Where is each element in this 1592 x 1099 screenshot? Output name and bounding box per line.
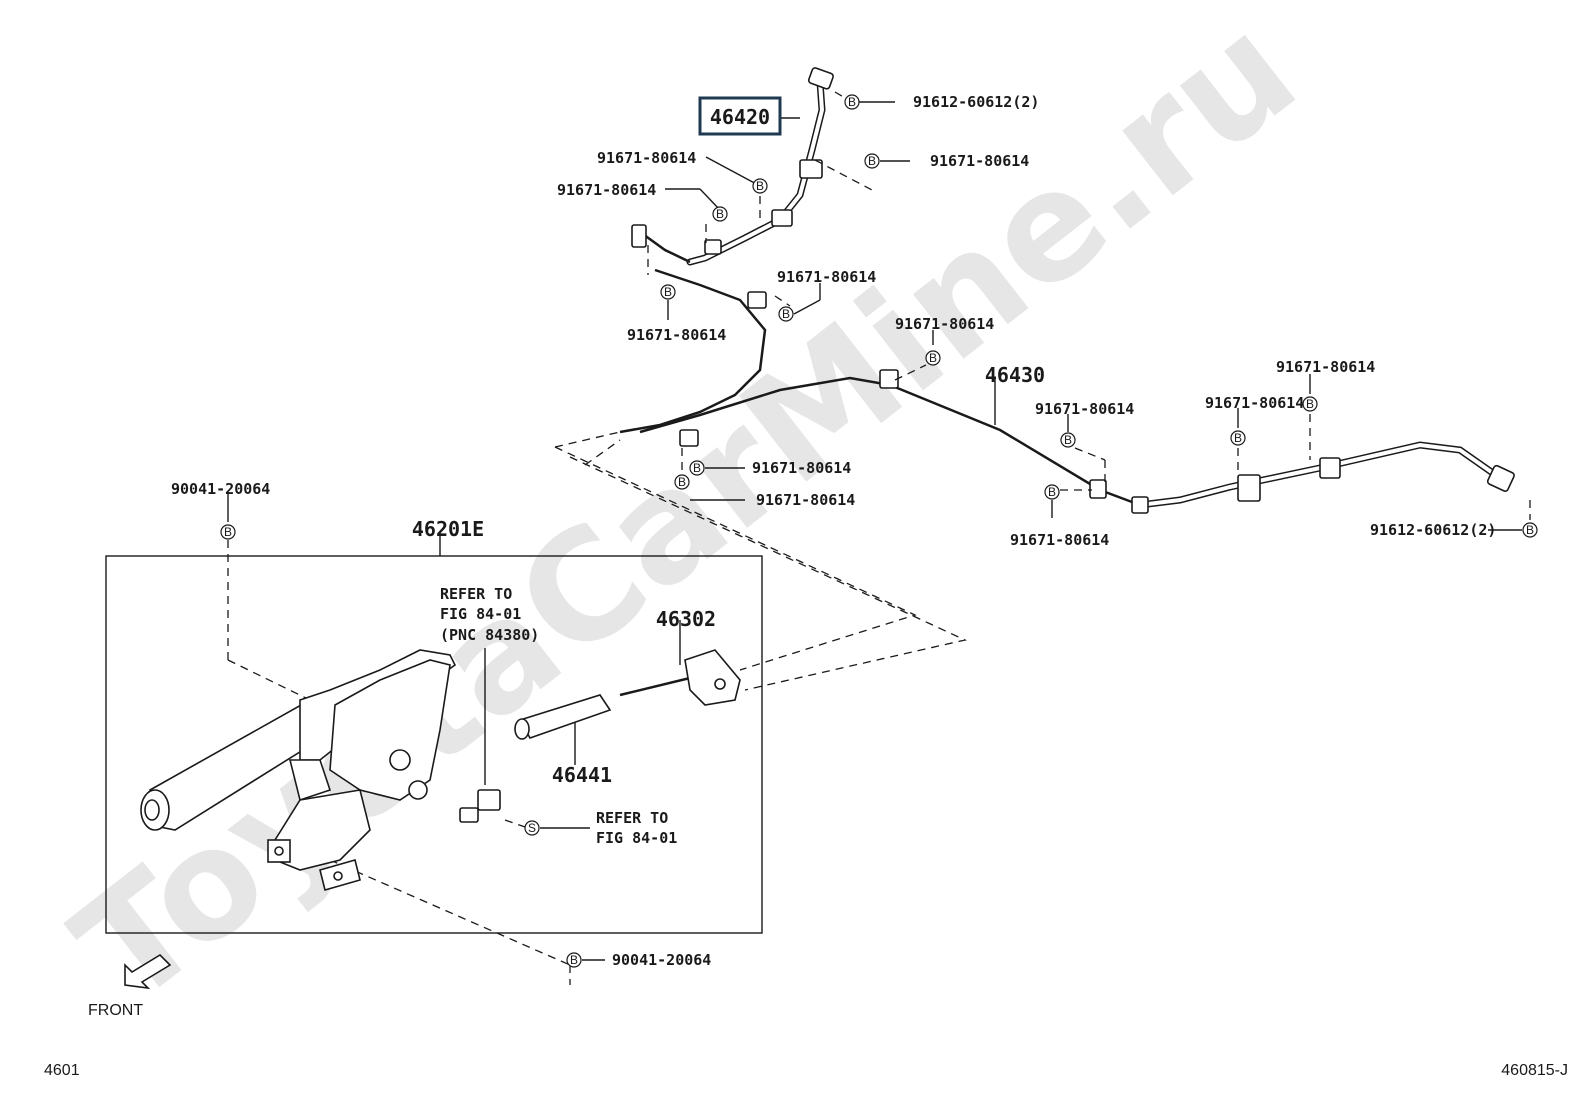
cable-boot-46441 — [514, 694, 612, 740]
callout-label[interactable]: 91671-80614 — [752, 459, 851, 477]
svg-text:B: B — [1048, 485, 1056, 499]
refer-note-line: (PNC 84380) — [440, 626, 539, 644]
bolt-symbol-icon: B — [1044, 484, 1060, 500]
bolt-symbol-icon: B — [712, 206, 728, 222]
callout-label[interactable]: 91671-80614 — [557, 181, 656, 199]
svg-text:B: B — [224, 525, 232, 539]
bolt-symbol-icon: B — [1302, 396, 1318, 412]
figure-id: 460815-J — [1501, 1062, 1568, 1079]
bolt-symbol-icon: B — [925, 350, 941, 366]
callout-label[interactable]: 91671-80614 — [777, 268, 876, 286]
callout-label[interactable]: 91671-80614 — [1010, 531, 1109, 549]
callout-label[interactable]: 91671-80614 — [756, 491, 855, 509]
cable-46430 — [639, 369, 1515, 514]
callout-label[interactable]: 91671-80614 — [1276, 358, 1375, 376]
svg-text:B: B — [868, 154, 876, 168]
callout-label[interactable]: 90041-20064 — [612, 951, 711, 969]
bolt-symbol-icon: B — [1522, 522, 1538, 538]
refer-note-line: FIG 84-01 — [440, 605, 521, 623]
refer-note-line: FIG 84-01 — [596, 829, 677, 847]
svg-text:B: B — [678, 475, 686, 489]
svg-text:B: B — [570, 953, 578, 967]
part-46441-label[interactable]: 46441 — [552, 763, 612, 787]
svg-text:S: S — [528, 821, 536, 835]
bolt-symbol-icon: B — [689, 460, 705, 476]
bolt-symbol-icon: B — [778, 306, 794, 322]
callout-label[interactable]: 91671-80614 — [1205, 394, 1304, 412]
svg-text:B: B — [1306, 397, 1314, 411]
callout-label[interactable]: 91671-80614 — [895, 315, 994, 333]
screw-symbol-icon: S — [524, 820, 540, 836]
svg-text:B: B — [848, 95, 856, 109]
callout-label[interactable]: 91671-80614 — [627, 326, 726, 344]
callout-label[interactable]: 91612-60612(2) — [1370, 521, 1496, 539]
equalizer-46302 — [619, 649, 741, 706]
callout-label[interactable]: 90041-20064 — [171, 480, 270, 498]
bolt-symbol-icon: B — [660, 284, 676, 300]
cable-46420 — [619, 67, 834, 447]
bolt-symbol-icon: B — [1230, 430, 1246, 446]
parking-brake-lever — [140, 649, 457, 891]
part-46302-label[interactable]: 46302 — [656, 607, 716, 631]
front-label: FRONT — [88, 1002, 143, 1019]
bolt-symbol-icon: B — [864, 153, 880, 169]
svg-text:B: B — [1234, 431, 1242, 445]
svg-text:B: B — [664, 285, 672, 299]
leader-lines — [227, 91, 1531, 985]
callout-label[interactable]: 91612-60612(2) — [913, 93, 1039, 111]
callout-label[interactable]: 91671-80614 — [930, 152, 1029, 170]
svg-text:B: B — [1064, 433, 1072, 447]
switch-clip — [459, 789, 501, 823]
bolt-symbol-icon: B — [566, 952, 582, 968]
svg-text:B: B — [782, 307, 790, 321]
bolt-symbol-icon: B — [752, 178, 768, 194]
page-number: 4601 — [44, 1062, 80, 1079]
svg-text:B: B — [716, 207, 724, 221]
bolt-symbol-icon: B — [1060, 432, 1076, 448]
callout-label[interactable]: 91671-80614 — [1035, 400, 1134, 418]
part-46420-label[interactable]: 46420 — [710, 105, 770, 129]
bolt-symbol-icon: B — [674, 474, 690, 490]
lever-assembly-box — [105, 555, 763, 934]
bolt-symbol-icon: B — [220, 524, 236, 540]
refer-note-line: REFER TO — [440, 585, 512, 603]
fastener-symbols: B B B B B B B B B B B B B B B S B — [220, 94, 1538, 968]
svg-text:B: B — [693, 461, 701, 475]
part-46430-label[interactable]: 46430 — [985, 363, 1045, 387]
front-arrow-icon — [124, 953, 172, 990]
callout-label[interactable]: 91671-80614 — [597, 149, 696, 167]
bolt-symbol-icon: B — [844, 94, 860, 110]
part-46201E-label[interactable]: 46201E — [412, 517, 484, 541]
highlight-box-46420 — [698, 96, 782, 136]
svg-text:B: B — [1526, 523, 1534, 537]
refer-note-line: REFER TO — [596, 809, 668, 827]
svg-text:B: B — [756, 179, 764, 193]
routing-dashes — [554, 431, 968, 691]
svg-text:B: B — [929, 351, 937, 365]
